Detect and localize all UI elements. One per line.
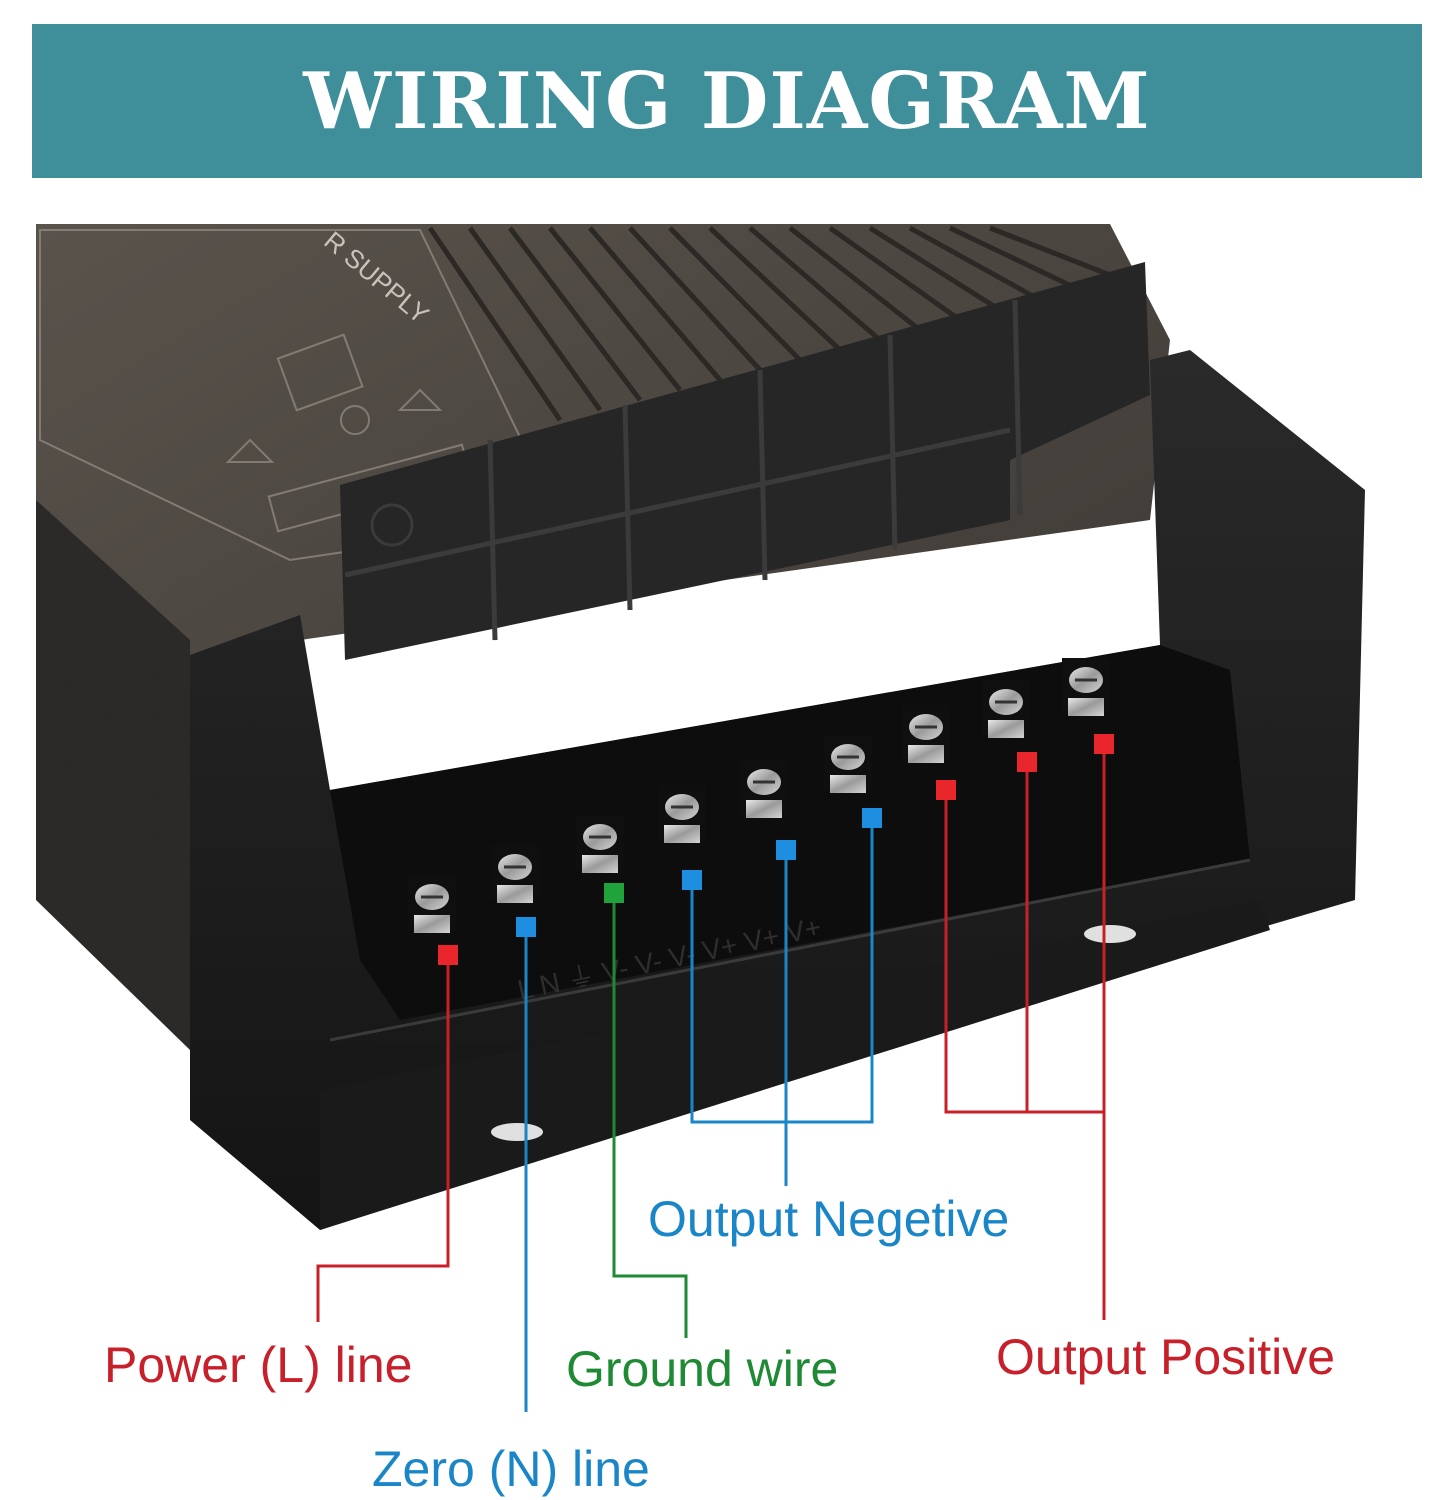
marker-V+2: [1017, 752, 1037, 772]
diagram-title: WIRING DIAGRAM: [303, 55, 1151, 147]
screw-terminal-V-2: [740, 760, 788, 818]
terminal-markers: [438, 734, 1114, 965]
marker-V-2: [776, 840, 796, 860]
label-output-negative: Output Negetive: [648, 1191, 1010, 1247]
screw-terminal-GND: [576, 815, 624, 873]
label-zero-line: Zero (N) line: [372, 1441, 650, 1497]
marker-GND: [604, 883, 624, 903]
mount-hole-left: [491, 1123, 543, 1141]
leader-power-line: [316, 955, 450, 1322]
mount-hole-right: [1084, 925, 1136, 943]
leader-output-positive: [944, 744, 1106, 1114]
screw-terminal-L: [408, 875, 456, 933]
label-power-line: Power (L) line: [104, 1337, 413, 1393]
screw-terminals: [408, 658, 1110, 933]
title-banner: WIRING DIAGRAM: [32, 24, 1422, 178]
leader-ground-wire: [612, 893, 688, 1338]
screw-terminal-V+3: [1062, 658, 1110, 716]
leader-output-negative: [690, 818, 874, 1124]
marker-V-3: [862, 808, 882, 828]
marker-N: [516, 917, 536, 937]
screw-terminal-V+2: [982, 680, 1030, 738]
screw-terminal-V-1: [658, 785, 706, 843]
leader-lines: [316, 744, 1106, 1412]
marker-V+3: [1094, 734, 1114, 754]
marker-L: [438, 945, 458, 965]
marker-V+1: [936, 780, 956, 800]
label-output-positive: Output Positive: [996, 1329, 1336, 1385]
label-ground-wire: Ground wire: [566, 1341, 839, 1397]
marker-V-1: [682, 870, 702, 890]
terminal-cover: [340, 262, 1150, 660]
screw-terminal-V+1: [902, 705, 950, 763]
screw-terminal-V-3: [824, 735, 872, 793]
heatsink-fins: [38, 225, 1111, 862]
screw-terminal-N: [491, 845, 539, 903]
